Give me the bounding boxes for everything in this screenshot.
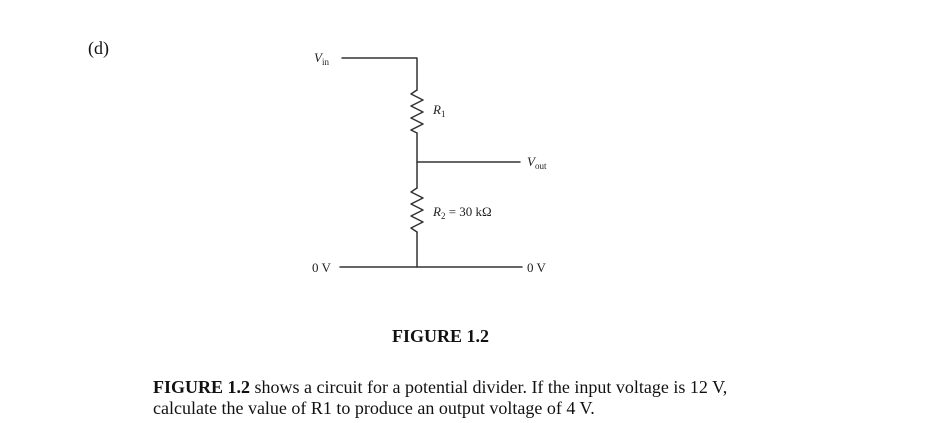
- r1-resistor-symbol: [410, 89, 424, 134]
- ground-right-label: 0 V: [527, 260, 547, 275]
- r2-label: R2 = 30 kΩ: [432, 204, 492, 221]
- r1-label: R1: [432, 102, 445, 119]
- part-label: (d): [88, 38, 109, 58]
- vout-label: Vout: [527, 154, 547, 171]
- r2-resistor-symbol: [410, 187, 424, 233]
- question-line1: shows a circuit for a potential divider.…: [250, 377, 728, 397]
- question-figure-ref: FIGURE 1.2: [153, 377, 251, 397]
- question-text: FIGURE 1.2 shows a circuit for a potenti…: [153, 377, 873, 419]
- question-line2: calculate the value of R1 to produce an …: [153, 398, 595, 418]
- vin-wire: [341, 57, 418, 91]
- ground-left-label: 0 V: [312, 260, 332, 275]
- figure-caption: FIGURE 1.2: [391, 326, 489, 346]
- vin-label: Vin: [314, 50, 329, 67]
